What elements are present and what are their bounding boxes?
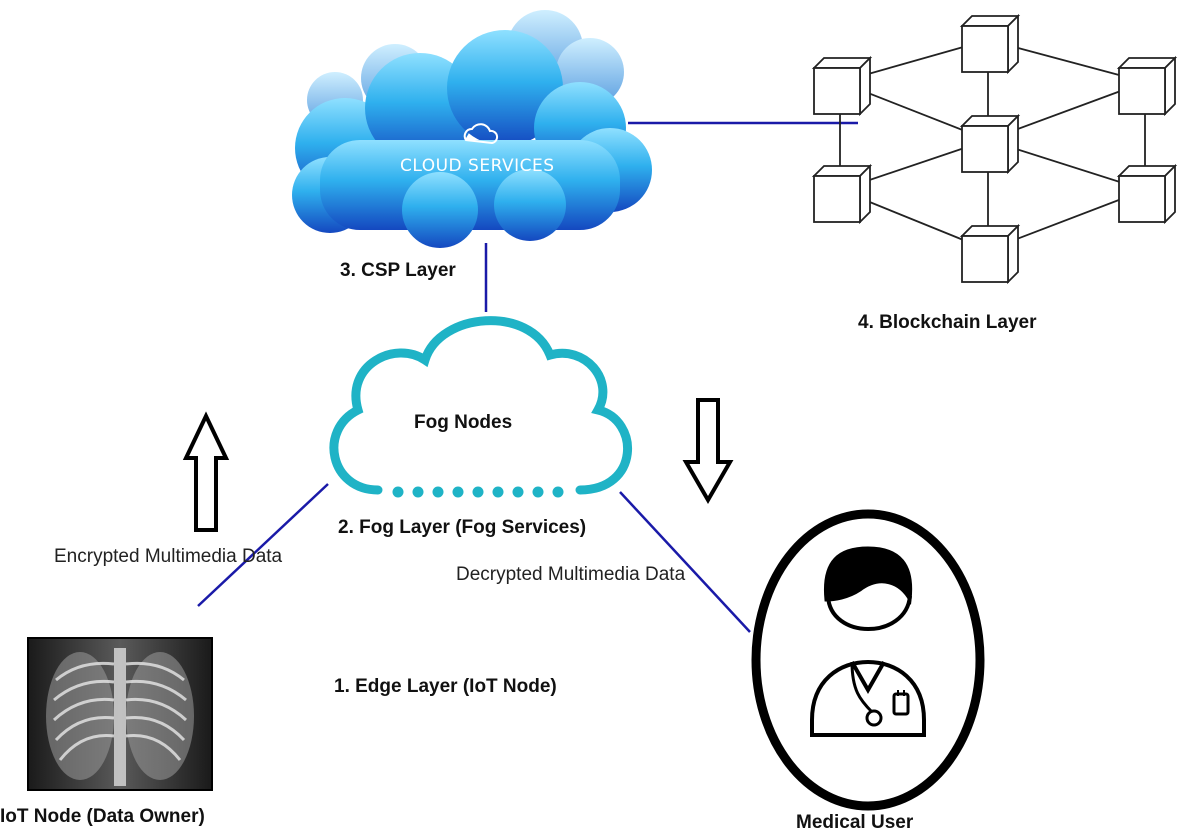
blockchain-network — [811, 13, 1178, 285]
medical-user-label: Medical User — [796, 812, 914, 833]
cloud-services-icon — [292, 10, 652, 248]
decrypted-data-label: Decrypted Multimedia Data — [456, 564, 686, 585]
fog-to-iot-line — [197, 483, 329, 607]
block-node — [959, 223, 1021, 285]
edge-layer-label: 1. Edge Layer (IoT Node) — [334, 676, 557, 697]
xray-image — [27, 637, 213, 791]
medical-user-icon — [751, 509, 985, 811]
block-node — [1116, 55, 1178, 117]
fog-nodes-label: Fog Nodes — [414, 412, 513, 433]
fog-to-user-line — [619, 491, 751, 633]
blockchain-layer-label: 4. Blockchain Layer — [858, 312, 1037, 333]
fog-layer-label: 2. Fog Layer (Fog Services) — [338, 517, 587, 538]
encrypted-data-label: Encrypted Multimedia Data — [54, 546, 283, 567]
iot-node-label: IoT Node (Data Owner) — [0, 806, 205, 827]
cloud-services-label: CLOUD SERVICES — [400, 156, 555, 176]
block-node — [1116, 163, 1178, 225]
block-node — [811, 163, 873, 225]
block-node — [959, 113, 1021, 175]
fog-cloud-icon — [329, 316, 632, 498]
upload-arrow-icon — [182, 411, 230, 532]
block-node — [811, 55, 873, 117]
download-arrow-icon — [682, 398, 734, 504]
small-cloud-icon — [463, 123, 499, 145]
csp-layer-label: 3. CSP Layer — [340, 260, 456, 281]
connectors — [197, 121, 858, 633]
block-node — [959, 13, 1021, 75]
